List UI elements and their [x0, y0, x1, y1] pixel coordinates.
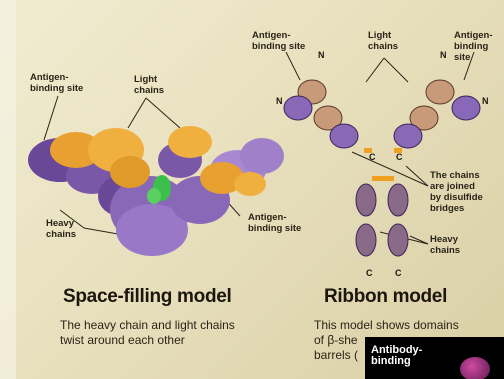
- space-antigen-site-label-2: Antigen- binding site: [248, 212, 301, 234]
- ribbon-description-line1: This model shows domains: [314, 318, 459, 333]
- ribbon-light-chains: [298, 80, 454, 130]
- space-light-chains-label: Light chains: [134, 74, 164, 96]
- n-terminus-label: N: [318, 50, 325, 60]
- c-terminus-label: C: [395, 268, 402, 278]
- ribbon-antigen-site-right: Antigen- binding site: [454, 30, 504, 63]
- space-antigen-site-label: Antigen- binding site: [30, 72, 83, 94]
- ribbon-title: Ribbon model: [324, 286, 447, 308]
- ribbon-description-line2: of β-she: [314, 333, 358, 348]
- c-terminus-label: C: [366, 268, 373, 278]
- ribbon-description-line3: barrels (: [314, 348, 358, 363]
- inset-label: Antibody- binding: [371, 345, 422, 367]
- ribbon-light-chains-label: Light chains: [368, 30, 398, 52]
- antibody-binding-inset: Antibody- binding: [365, 337, 504, 379]
- n-terminus-label: N: [440, 50, 447, 60]
- n-terminus-label: N: [482, 96, 489, 106]
- c-terminus-label: C: [369, 152, 376, 162]
- c-terminus-label: C: [396, 152, 403, 162]
- n-terminus-label: N: [276, 96, 283, 106]
- space-heavy-chains-label: Heavy chains: [46, 218, 76, 240]
- space-filling-title: Space-filling model: [63, 286, 232, 308]
- inset-molecule: [460, 357, 490, 379]
- ribbon-antigen-site-left: Antigen- binding site: [252, 30, 305, 52]
- space-filling-description: The heavy chain and light chains twist a…: [60, 318, 235, 348]
- disulfide-bridges-label: The chains are joined by disulfide bridg…: [430, 170, 483, 214]
- ribbon-heavy-chains-label: Heavy chains: [430, 234, 460, 256]
